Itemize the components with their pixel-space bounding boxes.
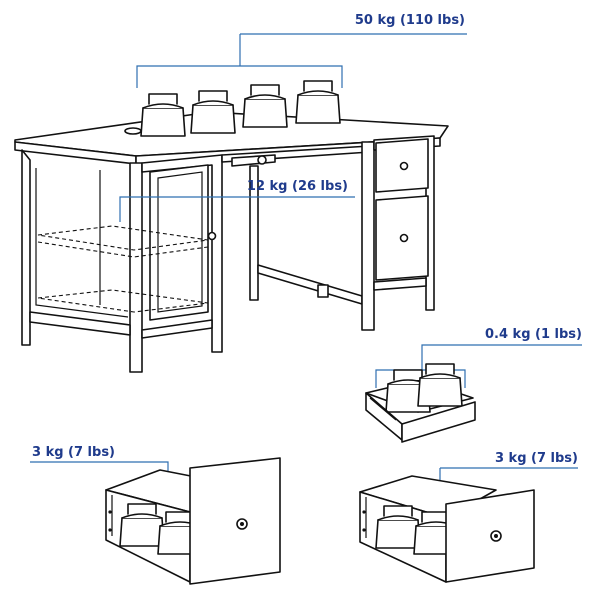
large-drawer-left-detail: [105, 457, 281, 585]
desk-leg-front-right: [361, 141, 375, 331]
kettlebell-weight-icon: [190, 90, 236, 134]
desk-top-load-label: 50 kg (110 lbs): [355, 13, 465, 28]
small-drawer-load-label: 0.4 kg (1 lbs): [485, 327, 582, 342]
drawer-front-right: [445, 489, 535, 583]
large-drawer-right-load-label: 3 kg (7 lbs): [495, 451, 578, 466]
load-labels: 50 kg (110 lbs) 12 kg (26 lbs) 0.4 kg (1…: [32, 13, 582, 466]
shelf: [37, 225, 209, 251]
kettlebell-weight-icon: [242, 84, 288, 128]
large-drawer-left-load-label: 3 kg (7 lbs): [32, 445, 115, 460]
kettlebell-weight-icon: [295, 80, 341, 124]
cabinet-door: [149, 164, 209, 321]
desk-bottom-rail: [29, 311, 131, 336]
desk-bottom-rail-side: [141, 319, 213, 339]
desk-leg-front-left: [21, 149, 31, 346]
desk-leg-back-middle: [249, 165, 259, 301]
desk-leg-front-middle: [129, 162, 143, 373]
shelf-load-label: 12 kg (26 lbs): [247, 179, 348, 194]
large-drawer-right-detail: [359, 475, 535, 583]
cable-hole: [124, 127, 142, 135]
kettlebell-weight-icon: [140, 93, 186, 137]
drawer-front-left: [189, 457, 281, 585]
small-drawer-detail: [365, 363, 476, 443]
drawer-knob-icon: [399, 161, 409, 171]
desk: [14, 111, 449, 373]
desk-rear-rail: [257, 264, 363, 305]
door-knob-icon: [207, 231, 217, 241]
drawer-knob-icon: [399, 233, 409, 243]
